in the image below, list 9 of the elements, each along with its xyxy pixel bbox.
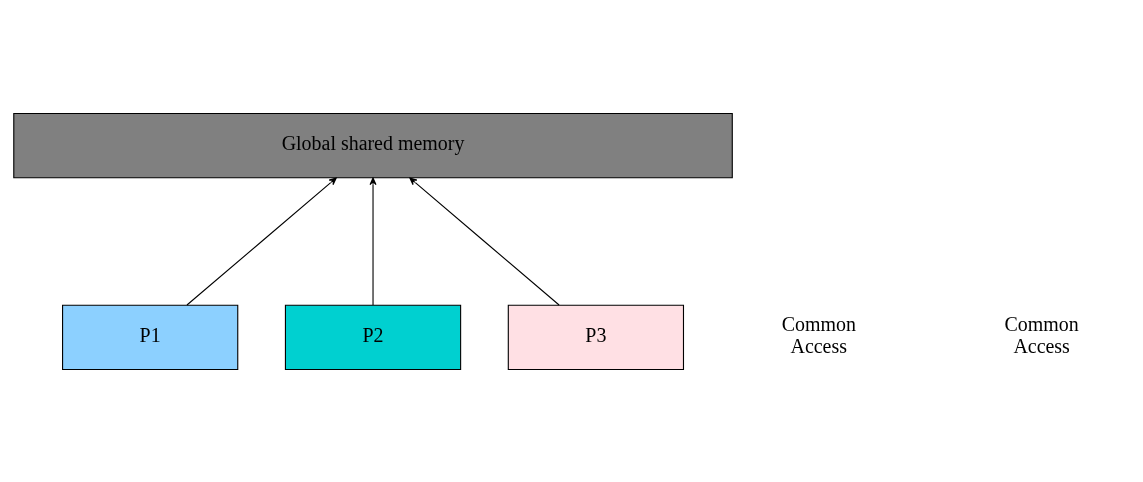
node-box: Global shared memory bbox=[13, 112, 733, 178]
node-box: P2 bbox=[284, 304, 462, 370]
arrow bbox=[409, 177, 560, 306]
arrow bbox=[369, 177, 377, 306]
label: Common Access bbox=[781, 312, 856, 357]
label: Common Access bbox=[1004, 312, 1079, 357]
node-box: P1 bbox=[62, 304, 239, 370]
node-box: P3 bbox=[507, 304, 685, 370]
arrow bbox=[186, 177, 337, 306]
